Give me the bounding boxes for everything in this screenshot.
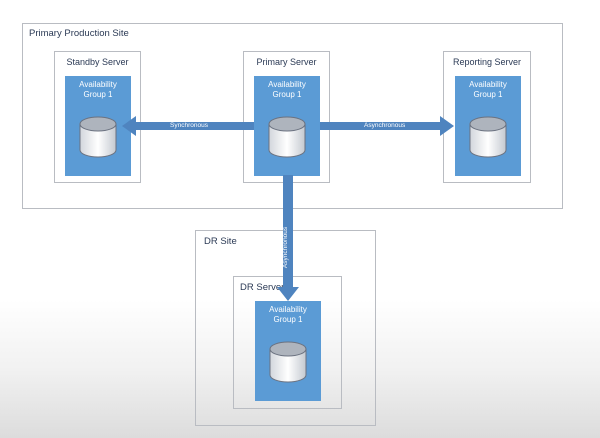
primary-ag-line1: Availability <box>268 80 306 89</box>
database-icon <box>269 341 307 383</box>
dr-ag-line2: Group 1 <box>273 315 303 324</box>
primary-ag-line2: Group 1 <box>272 90 302 99</box>
reporting-server-label: Reporting Server <box>452 57 522 67</box>
dr-availability-group-label: Availability Group 1 <box>255 305 321 325</box>
primary-site-label: Primary Production Site <box>29 28 129 39</box>
dr-site-label: DR Site <box>204 236 237 247</box>
standby-server: Standby Server Availability Group 1 <box>54 51 141 183</box>
database-icon <box>268 116 306 158</box>
reporting-availability-group: Availability Group 1 <box>455 76 521 176</box>
arrow-to-reporting <box>320 116 454 136</box>
standby-ag-line1: Availability <box>79 80 117 89</box>
reporting-server: Reporting Server Availability Group 1 <box>443 51 531 183</box>
arrow-to-standby <box>122 116 254 136</box>
reporting-ag-line2: Group 1 <box>473 90 503 99</box>
synchronous-label: Synchronous <box>170 122 208 129</box>
arrow-to-dr <box>277 175 299 301</box>
reporting-ag-line1: Availability <box>469 80 507 89</box>
standby-ag-line2: Group 1 <box>83 90 113 99</box>
primary-availability-group: Availability Group 1 <box>254 76 320 176</box>
database-icon <box>79 116 117 158</box>
asynchronous-label: Asynchronous <box>364 122 406 129</box>
database-icon <box>469 116 507 158</box>
standby-availability-group: Availability Group 1 <box>65 76 131 176</box>
dr-server-label: DR Server <box>240 282 285 293</box>
primary-server-label: Primary Server <box>256 57 317 67</box>
reporting-availability-group-label: Availability Group 1 <box>455 80 521 100</box>
standby-availability-group-label: Availability Group 1 <box>65 80 131 100</box>
dr-asynchronous-label: Asynchronous <box>282 226 290 269</box>
standby-server-label: Standby Server <box>66 57 129 67</box>
dr-availability-group: Availability Group 1 <box>255 301 321 401</box>
dr-ag-line1: Availability <box>269 305 307 314</box>
primary-availability-group-label: Availability Group 1 <box>254 80 320 100</box>
dr-server: DR Server Availability Group 1 <box>233 276 342 409</box>
